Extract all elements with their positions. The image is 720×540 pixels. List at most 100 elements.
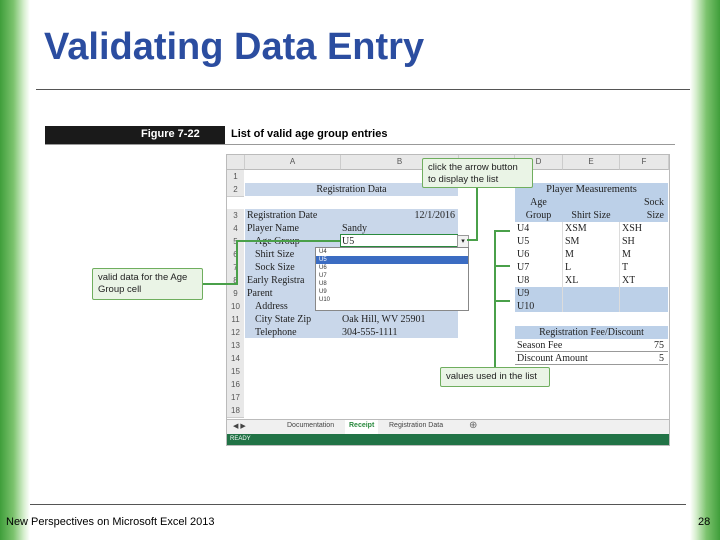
left-decorative-edge	[0, 0, 30, 540]
shirt-list-item[interactable]: XL	[565, 275, 579, 286]
sock-list-item[interactable]: XT	[622, 275, 636, 286]
label-early-registration[interactable]: Early Registra	[247, 275, 305, 286]
age-list-item[interactable]: U9	[517, 288, 530, 299]
grid-col-f	[619, 222, 620, 312]
row-header-14[interactable]: 14	[227, 352, 244, 366]
discount-amount-value[interactable]: 5	[659, 353, 664, 364]
callout-values-leader-h1	[494, 230, 510, 232]
title-divider	[36, 89, 690, 90]
fee-header[interactable]: Registration Fee/Discount	[539, 327, 644, 338]
callout-valid-data-leader-v	[236, 240, 238, 285]
callout-valid-data: valid data for the Age Group cell	[92, 268, 203, 300]
fee-divider	[515, 351, 668, 352]
season-fee-label[interactable]: Season Fee	[517, 340, 563, 351]
dropdown-option[interactable]: U8	[319, 281, 327, 287]
sock-list-item[interactable]: XSH	[622, 223, 643, 234]
corner-select-all[interactable]	[227, 155, 245, 170]
tab-documentation[interactable]: Documentation	[287, 422, 335, 429]
shirt-list-item[interactable]: L	[565, 262, 572, 273]
season-fee-value[interactable]: 75	[654, 340, 664, 351]
figure-title: List of valid age group entries	[231, 128, 388, 140]
dropdown-option[interactable]: U4	[319, 249, 327, 255]
value-registration-date[interactable]: 12/1/2016	[414, 210, 455, 221]
discount-amount-label[interactable]: Discount Amount	[517, 353, 588, 364]
dropdown-option[interactable]: U9	[319, 289, 327, 295]
row-header-1[interactable]: 1	[227, 170, 244, 184]
column-header-a[interactable]: A	[245, 155, 341, 170]
column-header-f[interactable]: F	[620, 155, 669, 170]
col-sock-line1: Sock	[644, 197, 664, 208]
registration-header-band	[245, 183, 458, 196]
dropdown-option[interactable]: U6	[319, 265, 327, 271]
age-group-dropdown-list[interactable]: U4 U5 U6 U7 U8 U9 U10	[315, 247, 469, 311]
row-header-10[interactable]: 10	[227, 300, 244, 314]
tab-registration-data[interactable]: Registration Data	[389, 422, 444, 429]
fee-header-band	[515, 326, 668, 339]
row-header-16[interactable]: 16	[227, 378, 244, 392]
row-header-11[interactable]: 11	[227, 313, 244, 327]
label-telephone[interactable]: Telephone	[255, 327, 297, 338]
row-header-18[interactable]: 18	[227, 404, 244, 418]
value-telephone[interactable]: 304-555-1111	[342, 327, 398, 338]
col-shirt-size: Shirt Size	[571, 210, 611, 221]
value-city-state-zip[interactable]: Oak Hill, WV 25901	[342, 314, 426, 325]
row-header-17[interactable]: 17	[227, 391, 244, 405]
row-header-12[interactable]: 12	[227, 326, 244, 340]
callout-arrow-leader	[476, 188, 478, 240]
right-decorative-edge	[690, 0, 720, 540]
dropdown-option[interactable]: U10	[319, 297, 331, 303]
age-list-item[interactable]: U10	[517, 301, 535, 312]
shirt-list-item[interactable]: SM	[565, 236, 580, 247]
age-group-cell-selected[interactable]	[340, 234, 458, 247]
status-bar: READY	[227, 434, 669, 445]
slide-title: Validating Data Entry	[44, 26, 425, 68]
label-shirt-size[interactable]: Shirt Size	[255, 249, 295, 260]
callout-values-used: values used in the list	[440, 367, 550, 387]
sheet-nav-arrows[interactable]: ◀ ▶	[233, 423, 246, 430]
registration-header[interactable]: Registration Data	[316, 184, 387, 195]
add-sheet-icon[interactable]: ⊕	[469, 420, 478, 431]
callout-valid-data-leader-top	[236, 240, 340, 242]
label-registration-date[interactable]: Registration Date	[247, 210, 318, 221]
row-header-3[interactable]: 3	[227, 209, 244, 223]
label-city-state-zip[interactable]: City State Zip	[255, 314, 312, 325]
row-header-15[interactable]: 15	[227, 365, 244, 379]
figure-label: Figure 7-22	[141, 128, 200, 140]
age-list-item[interactable]: U5	[517, 236, 530, 247]
shirt-list-item[interactable]: M	[565, 249, 574, 260]
row-header-4[interactable]: 4	[227, 222, 244, 236]
value-age-group[interactable]: U5	[342, 236, 355, 247]
row-header-2[interactable]: 2	[227, 183, 244, 197]
age-list-item[interactable]: U8	[517, 275, 530, 286]
footer-divider	[30, 504, 686, 505]
shirt-list-item[interactable]: XSM	[565, 223, 587, 234]
row-header-13[interactable]: 13	[227, 339, 244, 353]
measurements-table-empty-area	[515, 287, 668, 312]
col-sock-line2: Size	[646, 210, 664, 221]
dropdown-option-selected[interactable]: U5	[316, 256, 468, 264]
row-header-9[interactable]: 9	[227, 287, 244, 301]
grid-col-e	[562, 222, 563, 312]
value-player-name[interactable]: Sandy	[342, 223, 367, 234]
sheet-tab-bar: ◀ ▶ Documentation Receipt Registration D…	[227, 419, 669, 437]
measurements-header[interactable]: Player Measurements	[546, 184, 637, 195]
spreadsheet-window: A B C D E F 1 2 3 4 5 6 7 8 9 10 11 12 1…	[226, 154, 670, 446]
label-parent[interactable]: Parent	[247, 288, 273, 299]
callout-values-leader-h2	[494, 265, 510, 267]
age-list-item[interactable]: U7	[517, 262, 530, 273]
col-age-line1: Age	[530, 197, 547, 208]
label-sock-size[interactable]: Sock Size	[255, 262, 295, 273]
age-list-item[interactable]: U6	[517, 249, 530, 260]
status-text: READY	[230, 436, 251, 442]
age-list-item[interactable]: U4	[517, 223, 530, 234]
chevron-down-icon[interactable]: ▾	[457, 235, 469, 248]
label-player-name[interactable]: Player Name	[247, 223, 299, 234]
column-header-e[interactable]: E	[563, 155, 620, 170]
dropdown-option[interactable]: U7	[319, 273, 327, 279]
sock-list-item[interactable]: SH	[622, 236, 635, 247]
sock-list-item[interactable]: T	[622, 262, 629, 273]
label-address[interactable]: Address	[255, 301, 288, 312]
col-age-line2: Group	[525, 210, 552, 221]
sock-list-item[interactable]: M	[622, 249, 631, 260]
footer-book-title: New Perspectives on Microsoft Excel 2013	[6, 516, 215, 528]
